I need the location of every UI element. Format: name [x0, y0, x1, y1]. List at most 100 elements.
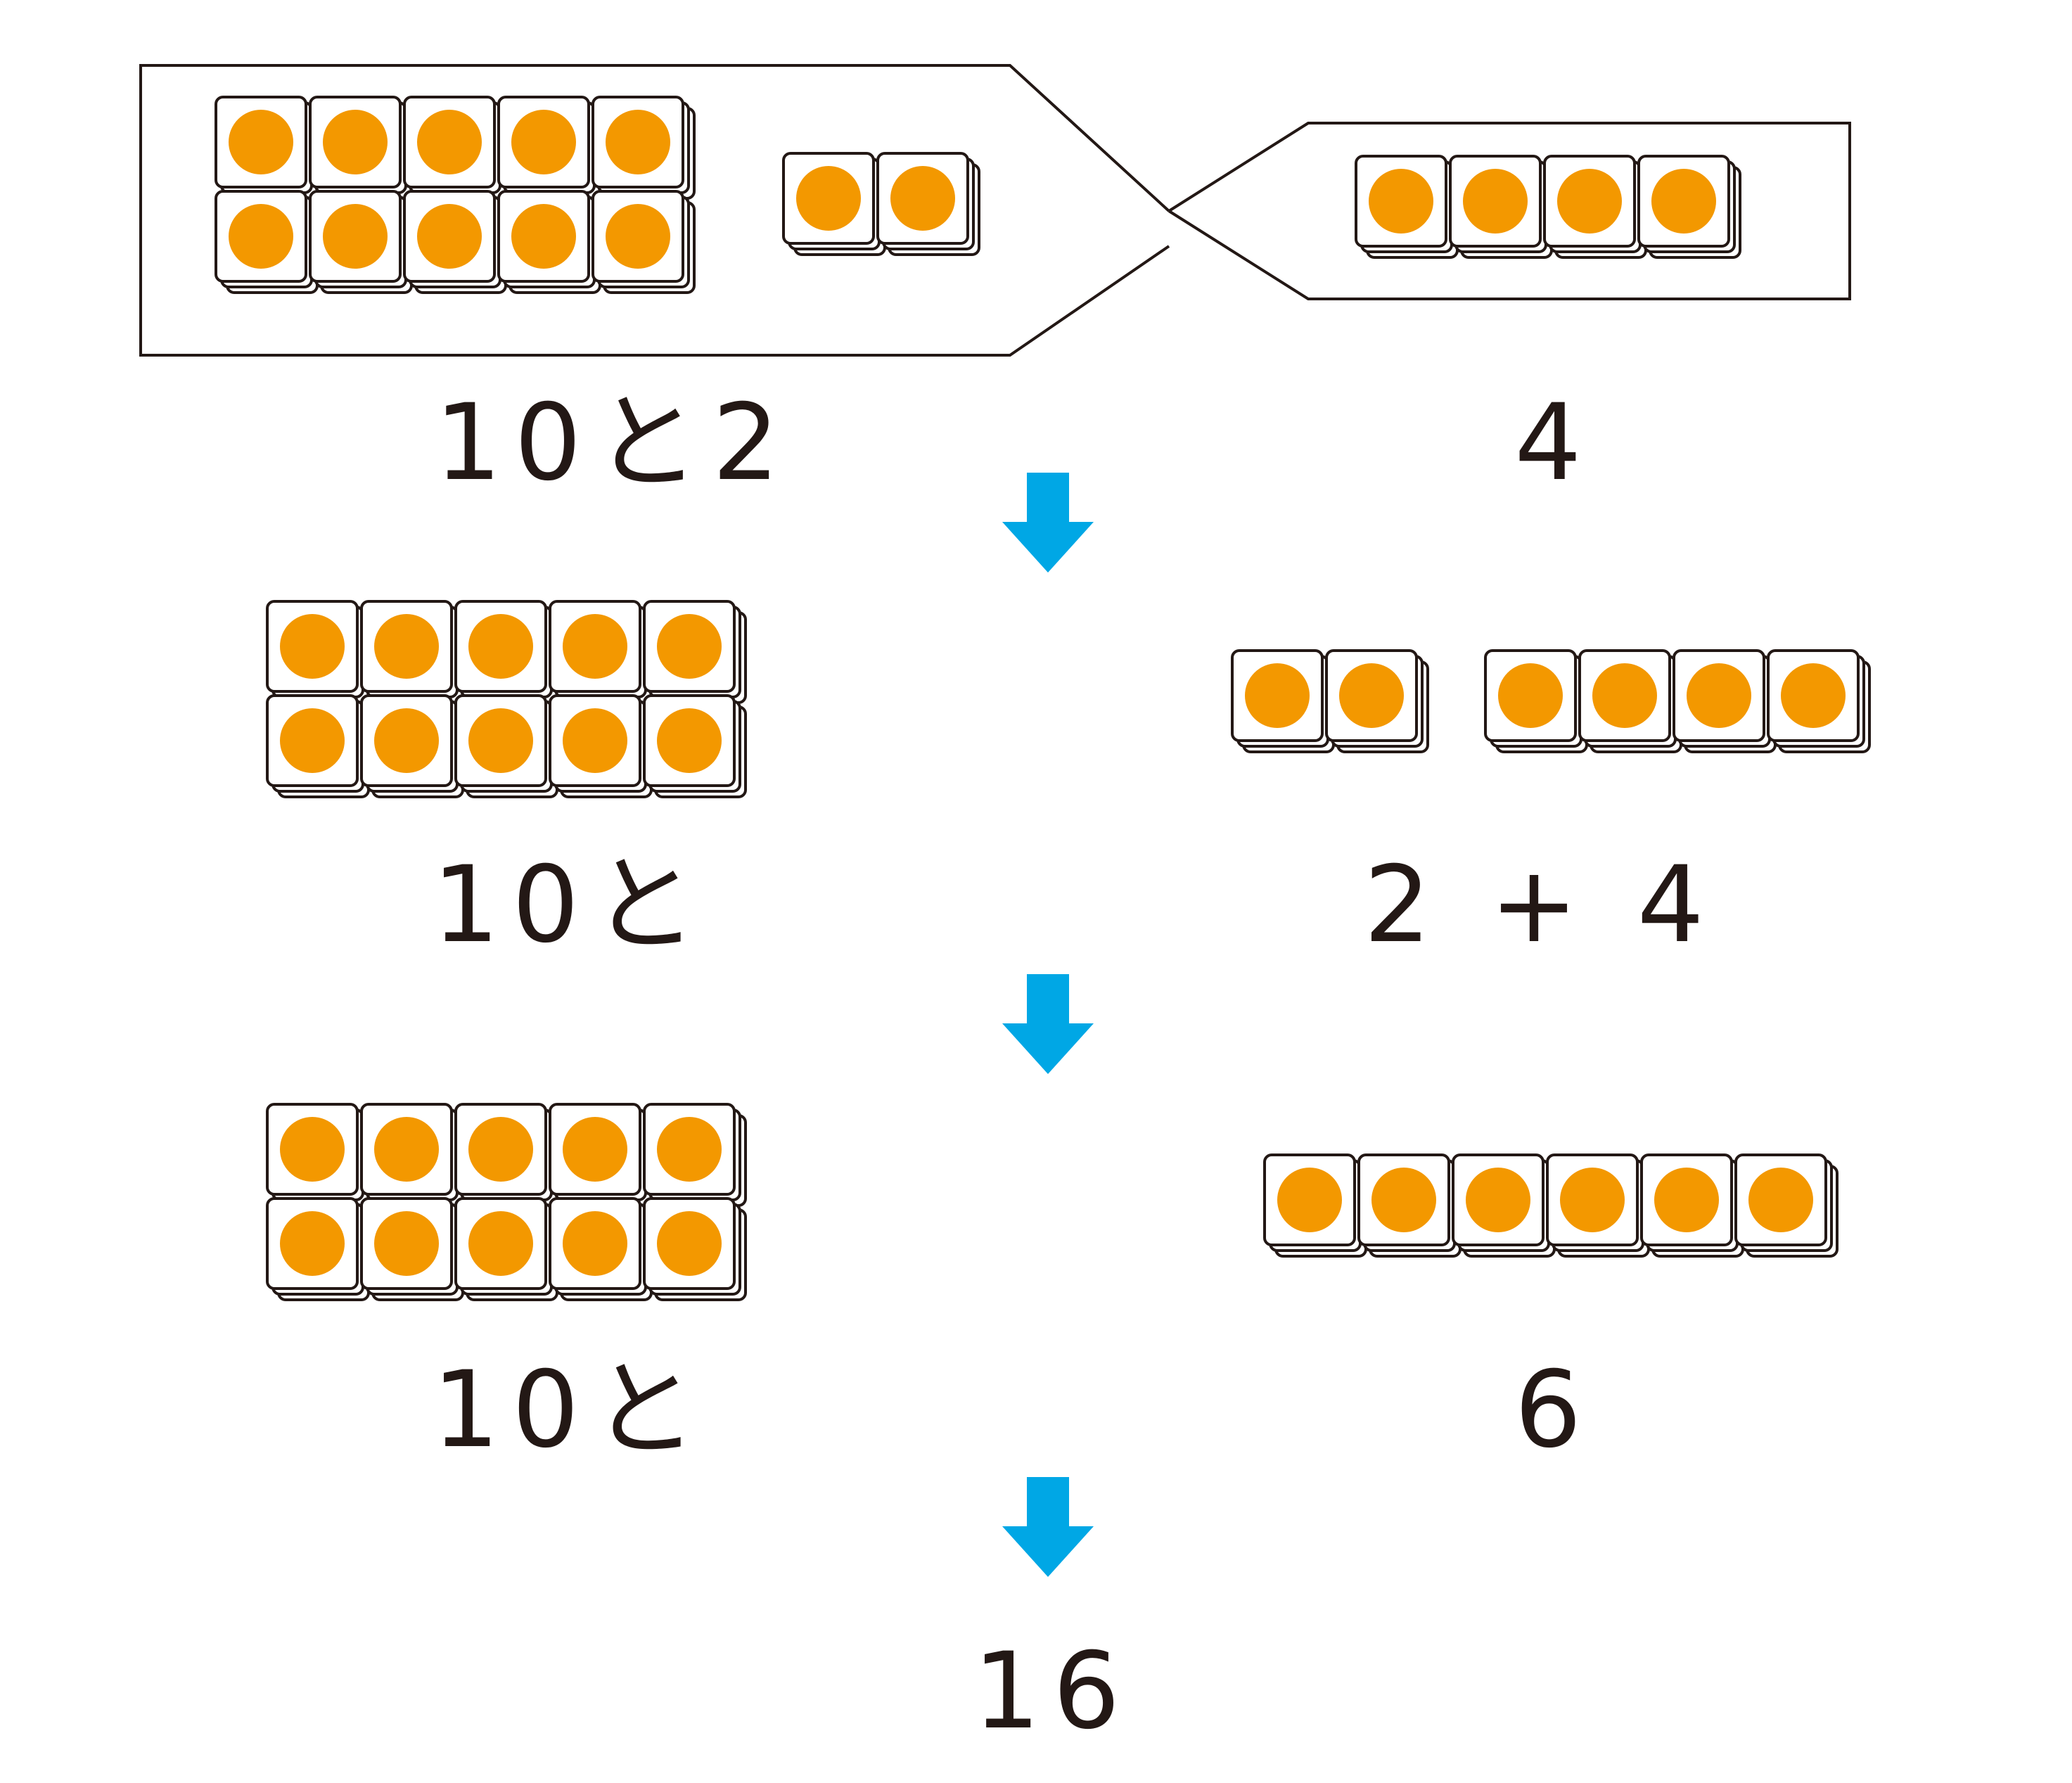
step2-left-label: 10と	[432, 844, 710, 966]
orange-dot	[1498, 663, 1563, 728]
orange-dot	[374, 1117, 439, 1182]
unit-cube	[1734, 1153, 1838, 1258]
step2-two-blocks	[1231, 649, 1429, 753]
unit-cube	[643, 1197, 747, 1301]
unit-cube	[591, 190, 696, 294]
unit-cube	[549, 600, 653, 704]
unit-cube	[1637, 155, 1741, 259]
orange-dot	[468, 1117, 533, 1182]
unit-cube	[215, 96, 319, 200]
orange-dot	[280, 1117, 345, 1182]
orange-dot	[1339, 663, 1404, 728]
unit-cube	[591, 96, 696, 200]
orange-dot	[374, 614, 439, 679]
unit-cube	[1231, 649, 1335, 753]
orange-dot	[323, 204, 388, 269]
unit-cube	[1355, 155, 1459, 259]
orange-dot	[606, 204, 670, 269]
unit-cube	[454, 1103, 558, 1207]
orange-dot	[468, 708, 533, 773]
step2-right-label: 2 + 4	[1364, 844, 1717, 966]
unit-cube	[497, 190, 601, 294]
unit-cube	[549, 1103, 653, 1207]
orange-dot	[1466, 1168, 1530, 1232]
orange-dot	[657, 614, 722, 679]
unit-cube	[643, 600, 747, 704]
orange-dot	[1463, 169, 1528, 234]
unit-cube	[1543, 155, 1647, 259]
orange-dot	[1369, 169, 1433, 234]
unit-cube	[403, 190, 507, 294]
unit-cube	[266, 694, 370, 798]
orange-dot	[280, 1211, 345, 1276]
orange-dot	[657, 1211, 722, 1276]
step2-ten-blocks	[266, 600, 747, 798]
orange-dot	[1557, 169, 1622, 234]
step1-right-label: 4	[1514, 382, 1594, 504]
down-arrow-icon	[1002, 974, 1094, 1074]
unit-cube	[403, 96, 507, 200]
orange-dot	[468, 1211, 533, 1276]
unit-cube	[454, 694, 558, 798]
unit-cube	[266, 600, 370, 704]
unit-cube	[360, 1103, 464, 1207]
orange-dot	[563, 614, 627, 679]
orange-dot	[417, 110, 482, 174]
orange-dot	[468, 614, 533, 679]
unit-cube	[1767, 649, 1871, 753]
unit-cube	[497, 96, 601, 200]
unit-cube	[1449, 155, 1553, 259]
unit-cube	[360, 694, 464, 798]
orange-dot	[1651, 169, 1716, 234]
orange-dot	[563, 1211, 627, 1276]
orange-dot	[1245, 663, 1310, 728]
orange-dot	[229, 204, 293, 269]
step3-left-label: 10と	[432, 1349, 710, 1471]
orange-dot	[1654, 1168, 1719, 1232]
group-outline-left	[139, 64, 1170, 357]
unit-cube	[309, 190, 413, 294]
unit-cube	[454, 1197, 558, 1301]
unit-cube	[1640, 1153, 1744, 1258]
down-arrow-icon	[1002, 1477, 1094, 1577]
orange-dot	[1277, 1168, 1342, 1232]
step1-two-blocks	[782, 152, 980, 256]
unit-cube	[1673, 649, 1777, 753]
unit-cube	[782, 152, 886, 256]
orange-dot	[796, 166, 861, 231]
unit-cube	[1325, 649, 1429, 753]
unit-cube	[215, 190, 319, 294]
orange-dot	[511, 204, 576, 269]
step1-four-blocks	[1355, 155, 1741, 259]
unit-cube	[1452, 1153, 1556, 1258]
unit-cube	[266, 1197, 370, 1301]
step1-ten-blocks	[215, 96, 696, 294]
unit-cube	[1484, 649, 1588, 753]
unit-cube	[309, 96, 413, 200]
orange-dot	[1687, 663, 1751, 728]
orange-dot	[417, 204, 482, 269]
orange-dot	[890, 166, 955, 231]
orange-dot	[1371, 1168, 1436, 1232]
group-outline-right	[1168, 122, 1851, 300]
unit-cube	[549, 694, 653, 798]
orange-dot	[280, 614, 345, 679]
orange-dot	[1781, 663, 1846, 728]
orange-dot	[374, 708, 439, 773]
orange-dot	[657, 1117, 722, 1182]
orange-dot	[563, 1117, 627, 1182]
orange-dot	[1592, 663, 1657, 728]
unit-cube	[643, 1103, 747, 1207]
orange-dot	[657, 708, 722, 773]
unit-cube	[1263, 1153, 1367, 1258]
orange-dot	[606, 110, 670, 174]
unit-cube	[643, 694, 747, 798]
orange-dot	[1560, 1168, 1625, 1232]
result-label: 16	[973, 1630, 1133, 1753]
step3-ten-blocks	[266, 1103, 747, 1301]
step3-six-blocks	[1263, 1153, 1838, 1258]
unit-cube	[876, 152, 980, 256]
unit-cube	[1578, 649, 1682, 753]
orange-dot	[280, 708, 345, 773]
